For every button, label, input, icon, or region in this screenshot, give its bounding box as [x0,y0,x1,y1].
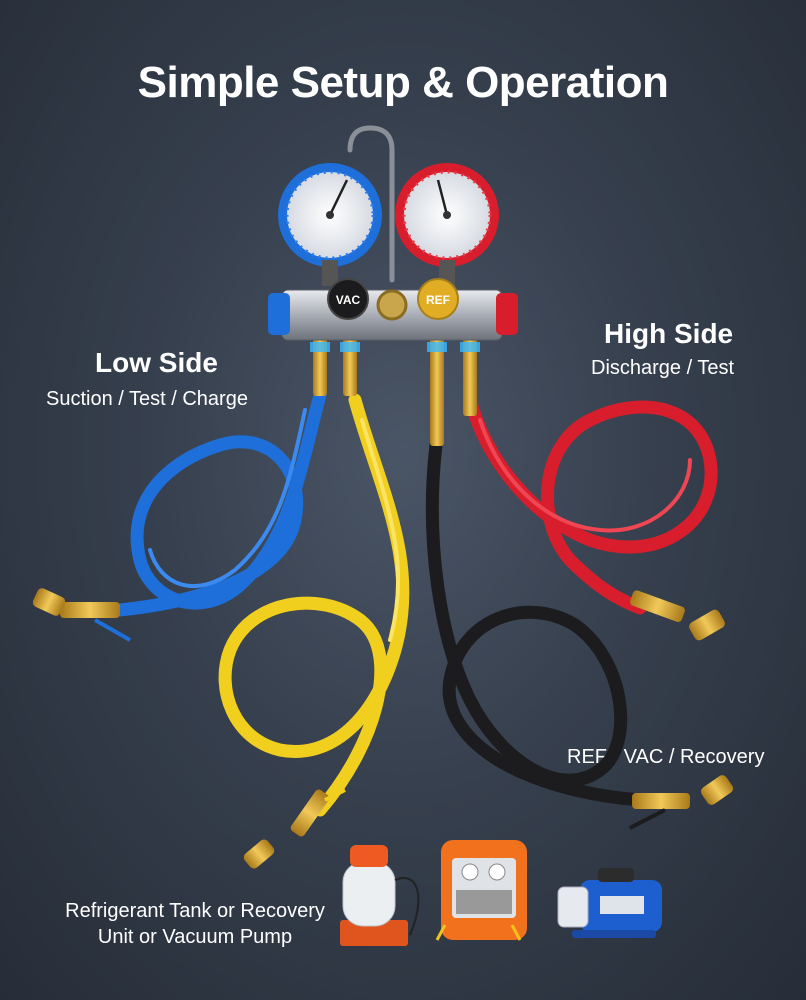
ref-knob-label: REF [426,293,450,307]
low-side-subtitle: Suction / Test / Charge [46,388,248,410]
vacuum-pump-image [557,868,662,938]
ref-knob: REF [417,278,459,320]
manifold-couplers [310,336,480,446]
low-pressure-gauge [278,163,382,286]
page-title: Simple Setup & Operation [137,58,669,107]
red-hose [463,393,718,615]
red-hose-fitting [630,590,725,641]
red-end-cap [496,293,518,335]
low-side-title: Low Side [95,347,218,378]
recovery-unit-image [435,840,527,941]
high-side-subtitle: Discharge / Test [591,357,735,379]
sight-glass [376,289,408,321]
black-hose [425,438,647,807]
blue-hose [113,388,327,617]
high-pressure-gauge [395,163,499,286]
vac-knob: VAC [327,278,369,320]
yellow-hose [218,393,410,817]
blue-hose-fitting [32,588,131,642]
equipment-label: Refrigerant Tank or Recovery Unit or Vac… [30,898,360,950]
equipment-label-line1: Refrigerant Tank or Recovery [65,900,325,922]
blue-end-cap [268,293,290,335]
black-hose-fitting [629,775,734,830]
hanger-hook [347,125,395,283]
yellow-hose-fitting [243,788,346,869]
high-side-title: High Side [604,318,734,349]
refrigerant-tank-image [340,845,420,946]
equipment-label-line2: Unit or Vacuum Pump [97,926,293,948]
vac-knob-label: VAC [336,293,361,307]
